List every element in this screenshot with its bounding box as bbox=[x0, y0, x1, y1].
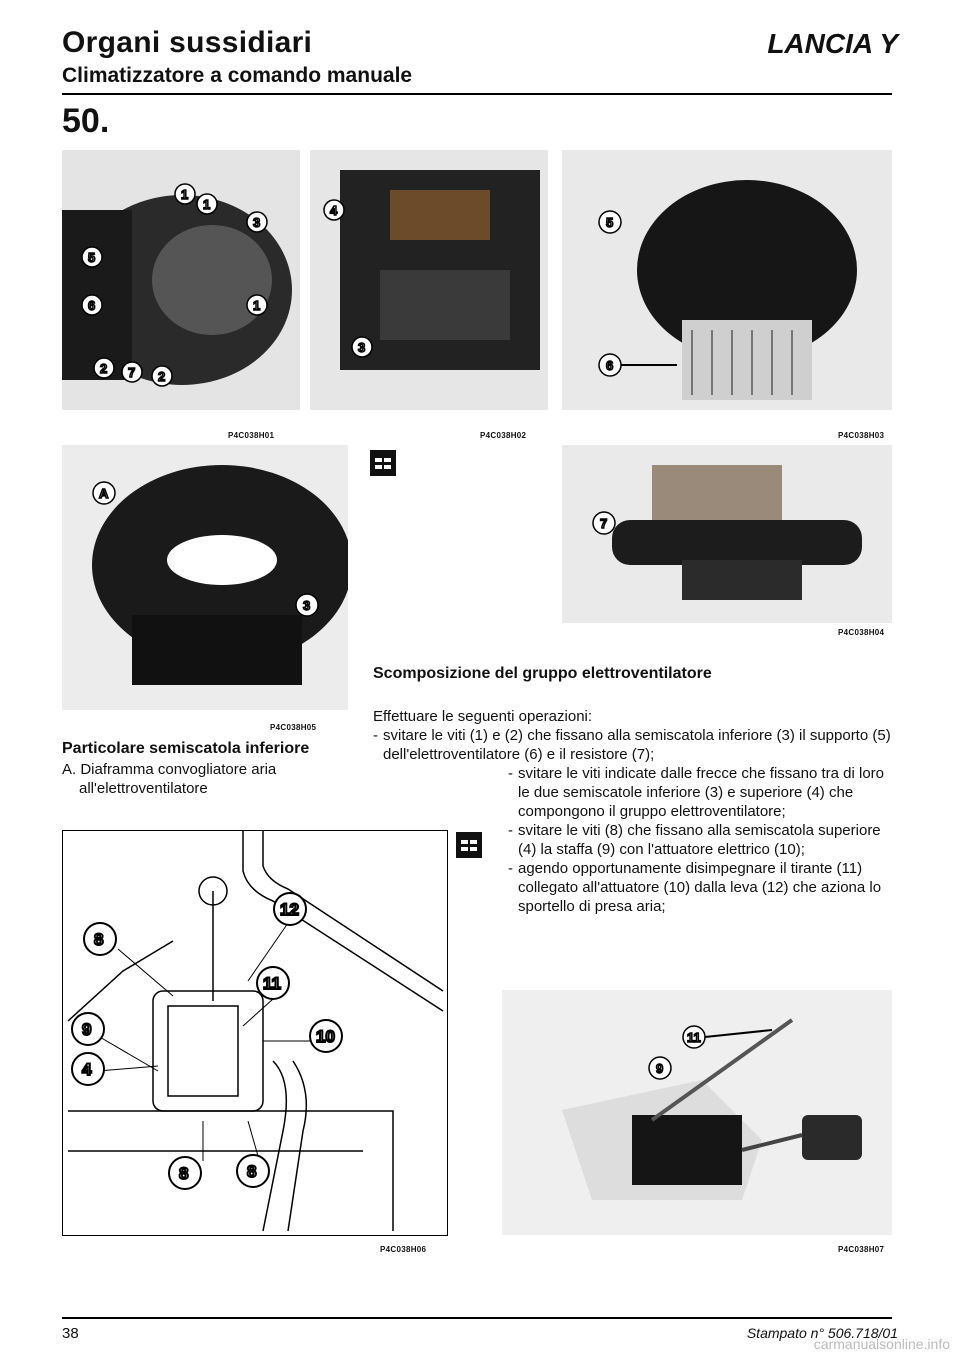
callout-label: 1 bbox=[203, 197, 210, 212]
photo-resistor-drawing: 7 bbox=[562, 445, 892, 623]
header-rule bbox=[62, 93, 892, 95]
photo-resistor: 7 bbox=[562, 445, 892, 623]
photo-blower-motor: 5 6 bbox=[562, 150, 892, 410]
caption-item-a-cont: all'elettroventilatore bbox=[79, 780, 208, 797]
callout-label: 9 bbox=[656, 1061, 663, 1076]
callout-label: 5 bbox=[606, 215, 613, 230]
section-number: 50. bbox=[62, 102, 110, 140]
callout-label: 3 bbox=[358, 340, 365, 355]
callout-label: 8 bbox=[179, 1164, 188, 1183]
callout-label: 7 bbox=[128, 365, 135, 380]
figure-code: P4C038H07 bbox=[838, 1245, 885, 1254]
procedure-badge-icon bbox=[456, 832, 482, 858]
procedure-step: agendo opportunamente disimpegnare il ti… bbox=[508, 859, 892, 916]
diagram-actuator-drawing: 8 12 11 9 10 4 8 8 bbox=[67, 831, 444, 1232]
callout-label: A bbox=[99, 486, 109, 501]
photo-actuator-drawing: 11 9 bbox=[502, 990, 892, 1235]
callout-label: 1 bbox=[181, 187, 188, 202]
callout-label: 2 bbox=[158, 369, 165, 384]
diagram-actuator: 8 12 11 9 10 4 8 8 bbox=[62, 830, 448, 1236]
figure-code: P4C038H01 bbox=[228, 431, 275, 440]
procedure-step: svitare le viti (1) e (2) che fissano al… bbox=[373, 726, 892, 764]
figure-code: P4C038H03 bbox=[838, 431, 885, 440]
caption-item-a: A. Diaframma convogliatore aria bbox=[62, 761, 277, 778]
figure-code: P4C038H04 bbox=[838, 628, 885, 637]
callout-label: 3 bbox=[303, 598, 310, 613]
brand-logo: LANCIA Y bbox=[767, 28, 898, 59]
page-number: 38 bbox=[62, 1325, 79, 1342]
callout-label: 10 bbox=[316, 1027, 335, 1046]
callout-label: 1 bbox=[253, 298, 260, 313]
print-stamp: Stampato n° 506.718/01 bbox=[746, 1325, 898, 1341]
callout-label: 3 bbox=[253, 215, 260, 230]
procedure-steps-cont: svitare le viti indicate dalle frecce ch… bbox=[508, 764, 892, 916]
figure-code: P4C038H05 bbox=[270, 723, 317, 732]
procedure-badge-icon bbox=[370, 450, 396, 476]
photo-motor-drawing: 5 6 bbox=[562, 150, 892, 410]
callout-label: 12 bbox=[280, 900, 299, 919]
callout-label: 6 bbox=[606, 358, 613, 373]
callout-label: 4 bbox=[330, 203, 338, 218]
procedure-intro: Effettuare le seguenti operazioni: bbox=[373, 708, 593, 725]
footer-rule bbox=[62, 1317, 892, 1319]
callout-label: 11 bbox=[687, 1030, 701, 1045]
procedure-heading: Scomposizione del gruppo elettroventilat… bbox=[373, 665, 712, 682]
callout-label: 5 bbox=[88, 250, 95, 265]
photo-housing-halves: 4 3 bbox=[310, 150, 548, 410]
procedure-step: svitare le viti indicate dalle frecce ch… bbox=[508, 764, 892, 821]
callout-label: 9 bbox=[82, 1020, 91, 1039]
callout-label: 8 bbox=[247, 1162, 256, 1181]
figure-code: P4C038H02 bbox=[480, 431, 527, 440]
page-title: Organi sussidiari bbox=[62, 26, 313, 59]
procedure-steps: svitare le viti (1) e (2) che fissano al… bbox=[373, 726, 892, 764]
photo-blower-assembly-drawing: 1 1 3 5 6 1 2 7 2 bbox=[62, 150, 300, 410]
callout-label: 6 bbox=[88, 298, 95, 313]
watermark: carmanualsonline.info bbox=[813, 1336, 950, 1352]
caption-heading: Particolare semiscatola inferiore bbox=[62, 740, 310, 757]
callout-label: 11 bbox=[263, 974, 281, 993]
photo-lower-half-drawing: A 3 bbox=[62, 445, 348, 710]
callout-label: 7 bbox=[600, 516, 607, 531]
photo-housing-drawing: 4 3 bbox=[310, 150, 548, 410]
procedure-step: svitare le viti (8) che fissano alla sem… bbox=[508, 821, 892, 859]
photo-actuator: 11 9 bbox=[502, 990, 892, 1235]
callout-label: 4 bbox=[82, 1060, 92, 1079]
callout-label: 2 bbox=[100, 361, 107, 376]
figure-code: P4C038H06 bbox=[380, 1245, 427, 1254]
photo-lower-half: A 3 bbox=[62, 445, 348, 710]
page-subtitle: Climatizzatore a comando manuale bbox=[62, 64, 413, 87]
callout-label: 8 bbox=[94, 930, 103, 949]
photo-blower-assembly: 1 1 3 5 6 1 2 7 2 bbox=[62, 150, 300, 410]
